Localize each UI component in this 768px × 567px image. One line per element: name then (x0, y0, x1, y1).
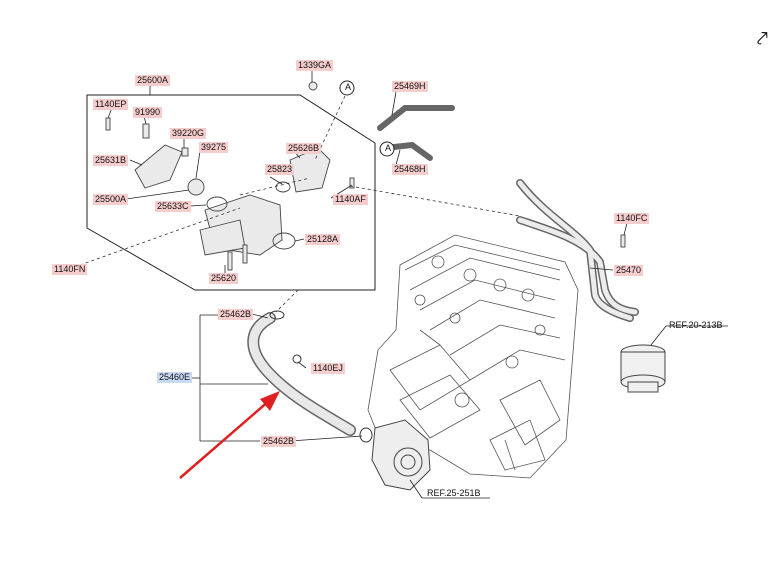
callout-a-bottom: A (385, 143, 392, 153)
part-label-25633C: 25633C (155, 201, 191, 212)
part-label-25470: 25470 (614, 265, 644, 276)
part-label-25620: 25620 (209, 273, 239, 284)
arrow-icon[interactable]: ⤤ (756, 26, 768, 50)
part-label-25462B-top: 25462B (218, 309, 254, 320)
part-label-25469H: 25469H (392, 81, 428, 92)
part-label-1339GA: 1339GA (296, 60, 334, 71)
part-label-25468H: 25468H (392, 164, 428, 175)
part-label-1140FC: 1140FC (614, 213, 650, 224)
callout-a-ring-1 (339, 80, 355, 96)
part-label-91990: 91990 (133, 107, 163, 118)
callout-a-ring-2 (379, 141, 395, 157)
engine-block (367, 234, 579, 479)
part-label-1140EP: 1140EP (93, 99, 129, 110)
group-boundary (86, 94, 376, 291)
part-label-39220G: 39220G (170, 128, 207, 139)
part-label-1140AF: 1140AF (333, 194, 368, 205)
part-label-39275: 39275 (199, 142, 229, 153)
part-label-25626B: 25626B (286, 143, 322, 154)
water-pump (371, 419, 431, 491)
dashed-lines (79, 95, 521, 313)
callout-a-top: A (345, 82, 352, 92)
part-label-25462B-bottom: 25462B (261, 436, 297, 447)
part-label-25631B: 25631B (93, 155, 129, 166)
ref-label-25-251B: REF.25-251B (427, 488, 481, 498)
oil-filter (620, 344, 666, 393)
part-label-25128A: 25128A (305, 234, 341, 245)
part-label-25460E: 25460E (157, 372, 193, 383)
part-label-25600A: 25600A (135, 75, 171, 86)
part-label-1140FN: 1140FN (52, 264, 88, 275)
red-arrow (179, 391, 280, 479)
thermostat-parts (105, 81, 626, 271)
part-label-25500A: 25500A (93, 194, 129, 205)
ref-label-20-213B: REF.20-213B (669, 320, 723, 330)
part-label-25823: 25823 (265, 164, 295, 175)
part-label-1140EJ: 1140EJ (311, 363, 345, 374)
